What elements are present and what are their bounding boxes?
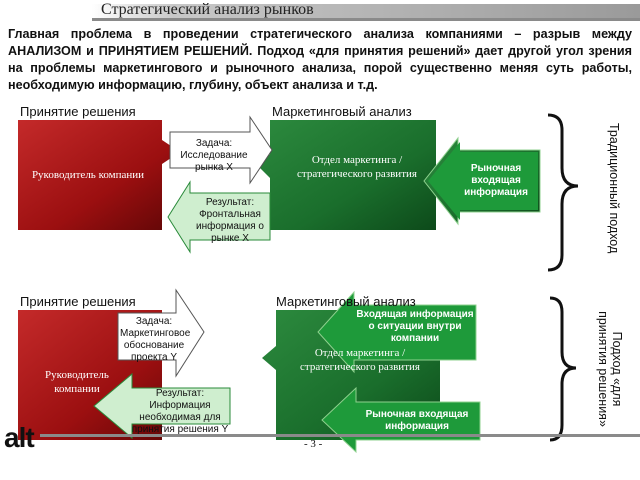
dec-internal-info-arrow-shape xyxy=(317,290,477,374)
dec-manager-box: Руководитель компании xyxy=(45,369,109,395)
trad-task-arrow-shape xyxy=(169,115,273,185)
trad-brace xyxy=(547,113,579,272)
trad-side-label: Традиционный подход xyxy=(607,123,621,254)
dec-task-arrow: Задача: Маркетинговое обоснование проект… xyxy=(120,316,191,363)
trad-manager-box-shape xyxy=(18,120,180,230)
trad-decision-label: Принятие решения xyxy=(20,104,136,119)
trad-market-info-arrow: Рыночная входящая информация xyxy=(464,163,528,198)
dec-marketing-box: Отдел маркетинга / стратегического разви… xyxy=(300,347,420,373)
page-title: Стратегический анализ рынков xyxy=(101,1,314,18)
trad-task-arrow: Задача: Исследование рынка Х xyxy=(180,138,248,173)
trad-result-arrow: Результат: Фронтальная информация о рынк… xyxy=(196,197,264,244)
intro-paragraph: Главная проблема в проведении стратегиче… xyxy=(8,27,632,92)
dec-internal-info-arrow: Входящая информация о ситуации внутри ко… xyxy=(356,309,474,344)
trad-manager-box: Руководитель компании xyxy=(31,169,145,181)
dec-brace xyxy=(549,296,577,442)
dec-result-arrow-shape xyxy=(93,372,231,440)
dec-analysis-label: Маркетинговый анализ xyxy=(276,294,416,309)
dec-side-label: Подход «для принятия решения» xyxy=(596,311,624,427)
dec-task-arrow-shape xyxy=(117,288,205,378)
trad-marketing-box: Отдел маркетинга / стратегического разви… xyxy=(297,154,417,180)
dec-decision-label: Принятие решения xyxy=(20,294,136,309)
company-logo: alt xyxy=(4,422,35,453)
dec-market-info-arrow: Рыночная входящая информация xyxy=(365,409,469,432)
title-bar-bg xyxy=(92,4,640,18)
footer-rule xyxy=(40,434,640,437)
trad-result-arrow-shape xyxy=(167,180,271,254)
page-number: - 3 - xyxy=(304,438,323,450)
trad-marketing-box-shape xyxy=(258,120,436,230)
title-bar-rule xyxy=(92,18,640,21)
dec-result-arrow: Результат: Информация необходимая для пр… xyxy=(131,388,229,435)
trad-analysis-label: Маркетинговый анализ xyxy=(272,104,412,119)
trad-market-info-arrow-fill xyxy=(428,142,538,220)
